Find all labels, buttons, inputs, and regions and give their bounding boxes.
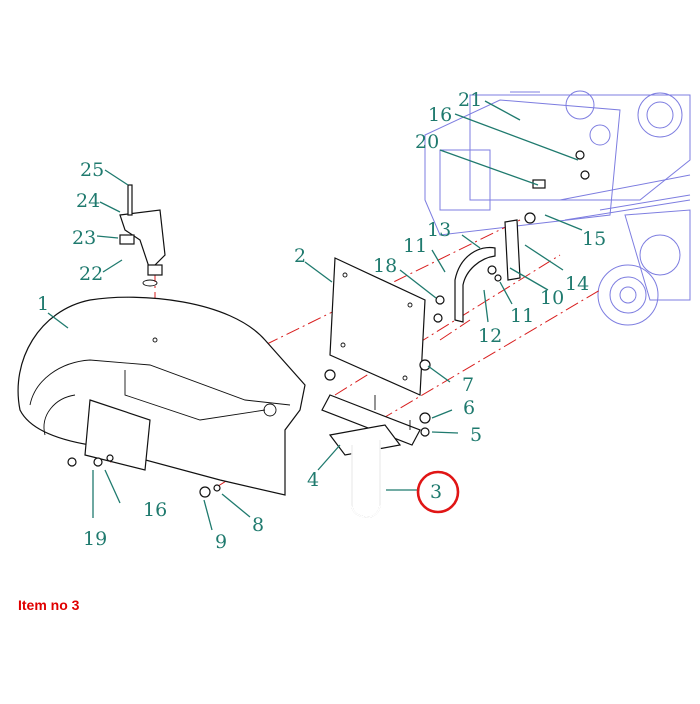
callout-21[interactable]: 21 xyxy=(458,89,482,111)
callout-2[interactable]: 2 xyxy=(294,245,306,267)
callout-8[interactable]: 8 xyxy=(252,514,264,536)
callout-10[interactable]: 10 xyxy=(540,287,564,309)
mounting-plate-part-2[interactable] xyxy=(321,257,426,446)
highlight-circle xyxy=(416,470,460,514)
callout-12[interactable]: 12 xyxy=(478,325,502,347)
item-caption: Item no 3 xyxy=(18,597,80,613)
callout-13[interactable]: 13 xyxy=(427,219,451,241)
u-bolt-part-3[interactable] xyxy=(351,440,381,518)
callout-14[interactable]: 14 xyxy=(565,273,589,295)
background-machine-frame xyxy=(424,90,691,326)
callout-4[interactable]: 4 xyxy=(307,469,319,491)
fender-part-1[interactable] xyxy=(17,296,306,496)
callout-11-upper[interactable]: 11 xyxy=(403,235,427,257)
callout-5[interactable]: 5 xyxy=(470,424,482,446)
leader-lines xyxy=(47,100,583,531)
callout-3[interactable]: 3 xyxy=(430,481,442,503)
callout-11-lower[interactable]: 11 xyxy=(510,305,534,327)
callout-23[interactable]: 23 xyxy=(72,227,96,249)
upper-bracket-assembly[interactable] xyxy=(119,184,166,287)
callout-7[interactable]: 7 xyxy=(462,374,474,396)
callout-16-upper[interactable]: 16 xyxy=(428,104,452,126)
callout-9[interactable]: 9 xyxy=(215,531,227,553)
callout-20[interactable]: 20 xyxy=(415,131,439,153)
fasteners xyxy=(67,150,590,498)
callout-19[interactable]: 19 xyxy=(83,528,107,550)
callout-6[interactable]: 6 xyxy=(463,397,475,419)
strap-part-14[interactable] xyxy=(504,219,521,281)
callout-labels: 1 2 3 4 5 6 7 8 9 10 11 11 12 13 14 15 1… xyxy=(37,89,606,553)
callout-25[interactable]: 25 xyxy=(80,159,104,181)
callout-15[interactable]: 15 xyxy=(582,228,606,250)
callout-22[interactable]: 22 xyxy=(79,263,103,285)
curved-bracket-part-13[interactable] xyxy=(454,246,496,323)
clamp-plate-part-4[interactable] xyxy=(328,424,402,456)
callout-18[interactable]: 18 xyxy=(373,255,397,277)
callout-24[interactable]: 24 xyxy=(76,190,100,212)
callout-1[interactable]: 1 xyxy=(37,293,49,315)
plate-on-fender xyxy=(84,399,151,471)
callout-16-lower[interactable]: 16 xyxy=(143,499,167,521)
